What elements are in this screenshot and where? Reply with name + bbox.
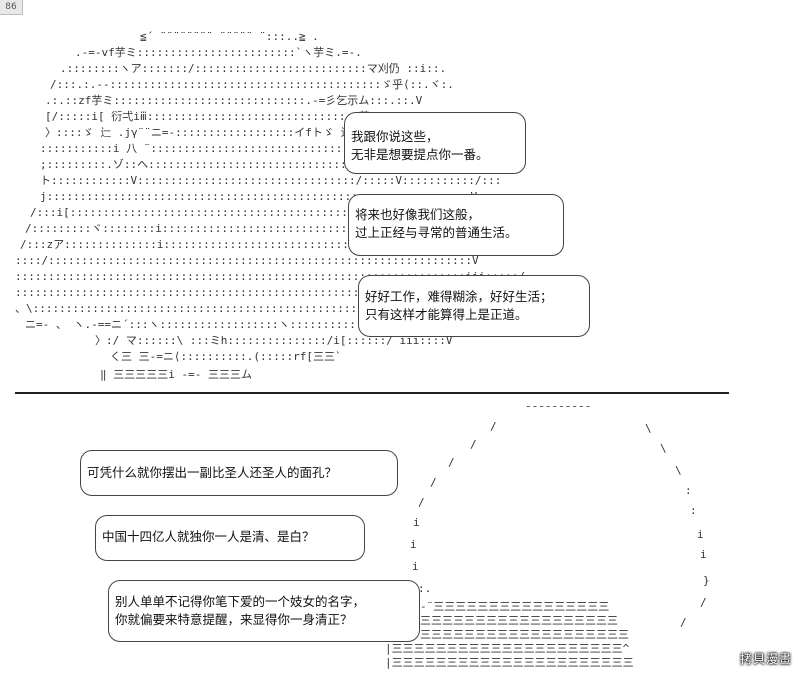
bubble-5-line-1: 中国十四亿人就独你一人是清、是白？ [102,529,315,544]
svg-text:|三三三三三三三三三三三三三三三三三三三三三三: |三三三三三三三三三三三三三三三三三三三三三三 [385,656,634,669]
svg-text:/: / [680,616,687,629]
watermark: 拷貝漫畫 [739,652,792,666]
speech-bubble-2: 将来也好像我们这般， 过上正经与寻常的普通生活。 [348,194,564,256]
svg-text:\: \ [675,464,682,477]
svg-text:.::::::::ヽア:::::::/:::::::::::: .::::::::ヽア:::::::/:::::::::::::::::::::… [60,62,446,75]
svg-text:\: \ [660,442,667,455]
svg-text:.:.::zf芋ミ:::::::::::::::::::::: .:.::zf芋ミ:::::::::::::::::::::::::::::.-… [45,93,423,107]
speech-bubble-1: 我跟你说这些， 无非是想要提点你一番。 [344,112,526,174]
speech-bubble-4: 可凭什么就你摆出一副比圣人还圣人的面孔？ [80,450,398,496]
svg-text:::::/:::::::::::::::::::::::::: ::::/:::::::::::::::::::::::::::::::::::… [15,254,479,267]
svg-text:¯¯¯¯¯¯¯¯¯¯: ¯¯¯¯¯¯¯¯¯¯ [525,404,591,417]
svg-text:-¨三三三三三三三三三三三三三三三三: -¨三三三三三三三三三三三三三三三三 [420,600,609,613]
ascii-art-character-bottom: ¯¯¯¯¯¯¯¯¯¯ / \ / \ / \ / : / : i i i i i… [385,404,710,669]
bubble-2-line-1: 将来也好像我们这般， [355,207,481,222]
svg-text::.: :. [418,582,431,595]
speech-bubble-6: 别人单单不记得你笔下爱的一个妓女的名字， 你就偏要来特意提醒，来显得你一身清正？ [108,580,420,642]
svg-text:ト::::::::::::V::::::::::::::::: ト::::::::::::V::::::::::::::::::::::::::… [40,174,501,187]
svg-text:i: i [412,560,419,573]
svg-text:/: / [418,496,425,509]
svg-text:}: } [703,574,710,587]
bubble-6-line-1: 别人单单不记得你笔下爱的一个妓女的名字， [115,594,366,609]
svg-text:/: / [700,596,707,609]
page-number: 86 [0,0,23,15]
svg-text:〉::::ゞ 辷 .jγ¨¨ニ=-:::::::::::::: 〉::::ゞ 辷 .jγ¨¨ニ=-::::::::::::::::::イfトゞ … [45,126,352,139]
bubble-3-line-2: 只有这样才能算得上是正道。 [365,307,528,322]
svg-text:三三三三三三三三三三三三三三三三三三: 三三三三三三三三三三三三三三三三三三 [420,614,618,627]
panel-divider [15,392,729,394]
svg-text:/: / [430,476,437,489]
speech-bubble-5: 中国十四亿人就独你一人是清、是白？ [95,515,365,561]
svg-text:i: i [413,516,420,529]
svg-text:〉:/ マ::::::\ :::ミh::::::::::::: 〉:/ マ::::::\ :::ミh:::::::::::::::/i[::::… [95,334,453,347]
bubble-1-line-1: 我跟你说这些， [351,129,439,144]
svg-text:/: / [470,438,477,451]
svg-text::: : [690,504,697,517]
svg-text:.-=-vf芋ミ::::::::::::::::::::::: .-=-vf芋ミ::::::::::::::::::::::::`ヽ芋ミ.=-. [75,46,362,59]
bubble-1-line-2: 无非是想要提点你一番。 [351,147,489,162]
svg-text:三三三三三三三三三三三三三三三三三三三: 三三三三三三三三三三三三三三三三三三三 [420,628,629,641]
svg-text:|三三三三三三三三三三三三三三三三三三三三三^: |三三三三三三三三三三三三三三三三三三三三三^ [385,642,630,655]
speech-bubble-3: 好好工作，难得糊涂，好好生活； 只有这样才能算得上是正道。 [358,275,590,337]
svg-text::: : [685,484,692,497]
svg-text:i: i [697,528,704,541]
svg-text:/:::.:.-‐:::::::::::::::::::::: /:::.:.-‐:::::::::::::::::::::::::::::::… [50,78,454,91]
svg-text:[/:::::i[ 衍弌iⅲ::::::::::::::::: [/:::::i[ 衍弌iⅲ::::::::::::::::::::::::::… [45,109,396,123]
svg-text:i: i [700,548,707,561]
svg-text:≦´ ¨¨¨¨¨¨¨¨ ¨¨¨¨¨ ¨:::..≧ .: ≦´ ¨¨¨¨¨¨¨¨ ¨¨¨¨¨ ¨:::..≧ . [140,30,319,43]
svg-text:/: / [448,456,455,469]
bubble-3-line-1: 好好工作，难得糊涂，好好生活； [365,289,553,304]
bubble-2-line-2: 过上正经与寻常的普通生活。 [355,225,518,240]
svg-text:\: \ [645,422,652,435]
svg-text:i: i [410,538,417,551]
svg-text:く三 三-=ニ⟨::::::::::.(:::::rf[三三: く三 三-=ニ⟨::::::::::.(:::::rf[三三` [110,350,342,363]
svg-text:/: / [490,420,497,433]
svg-text:‖ 三三三三三i -=- 三三三ム: ‖ 三三三三三i -=- 三三三ム [100,368,252,381]
bubble-6-line-2: 你就偏要来特意提醒，来显得你一身清正？ [115,612,353,627]
bubble-4-line-1: 可凭什么就你摆出一副比圣人还圣人的面孔？ [87,465,338,480]
